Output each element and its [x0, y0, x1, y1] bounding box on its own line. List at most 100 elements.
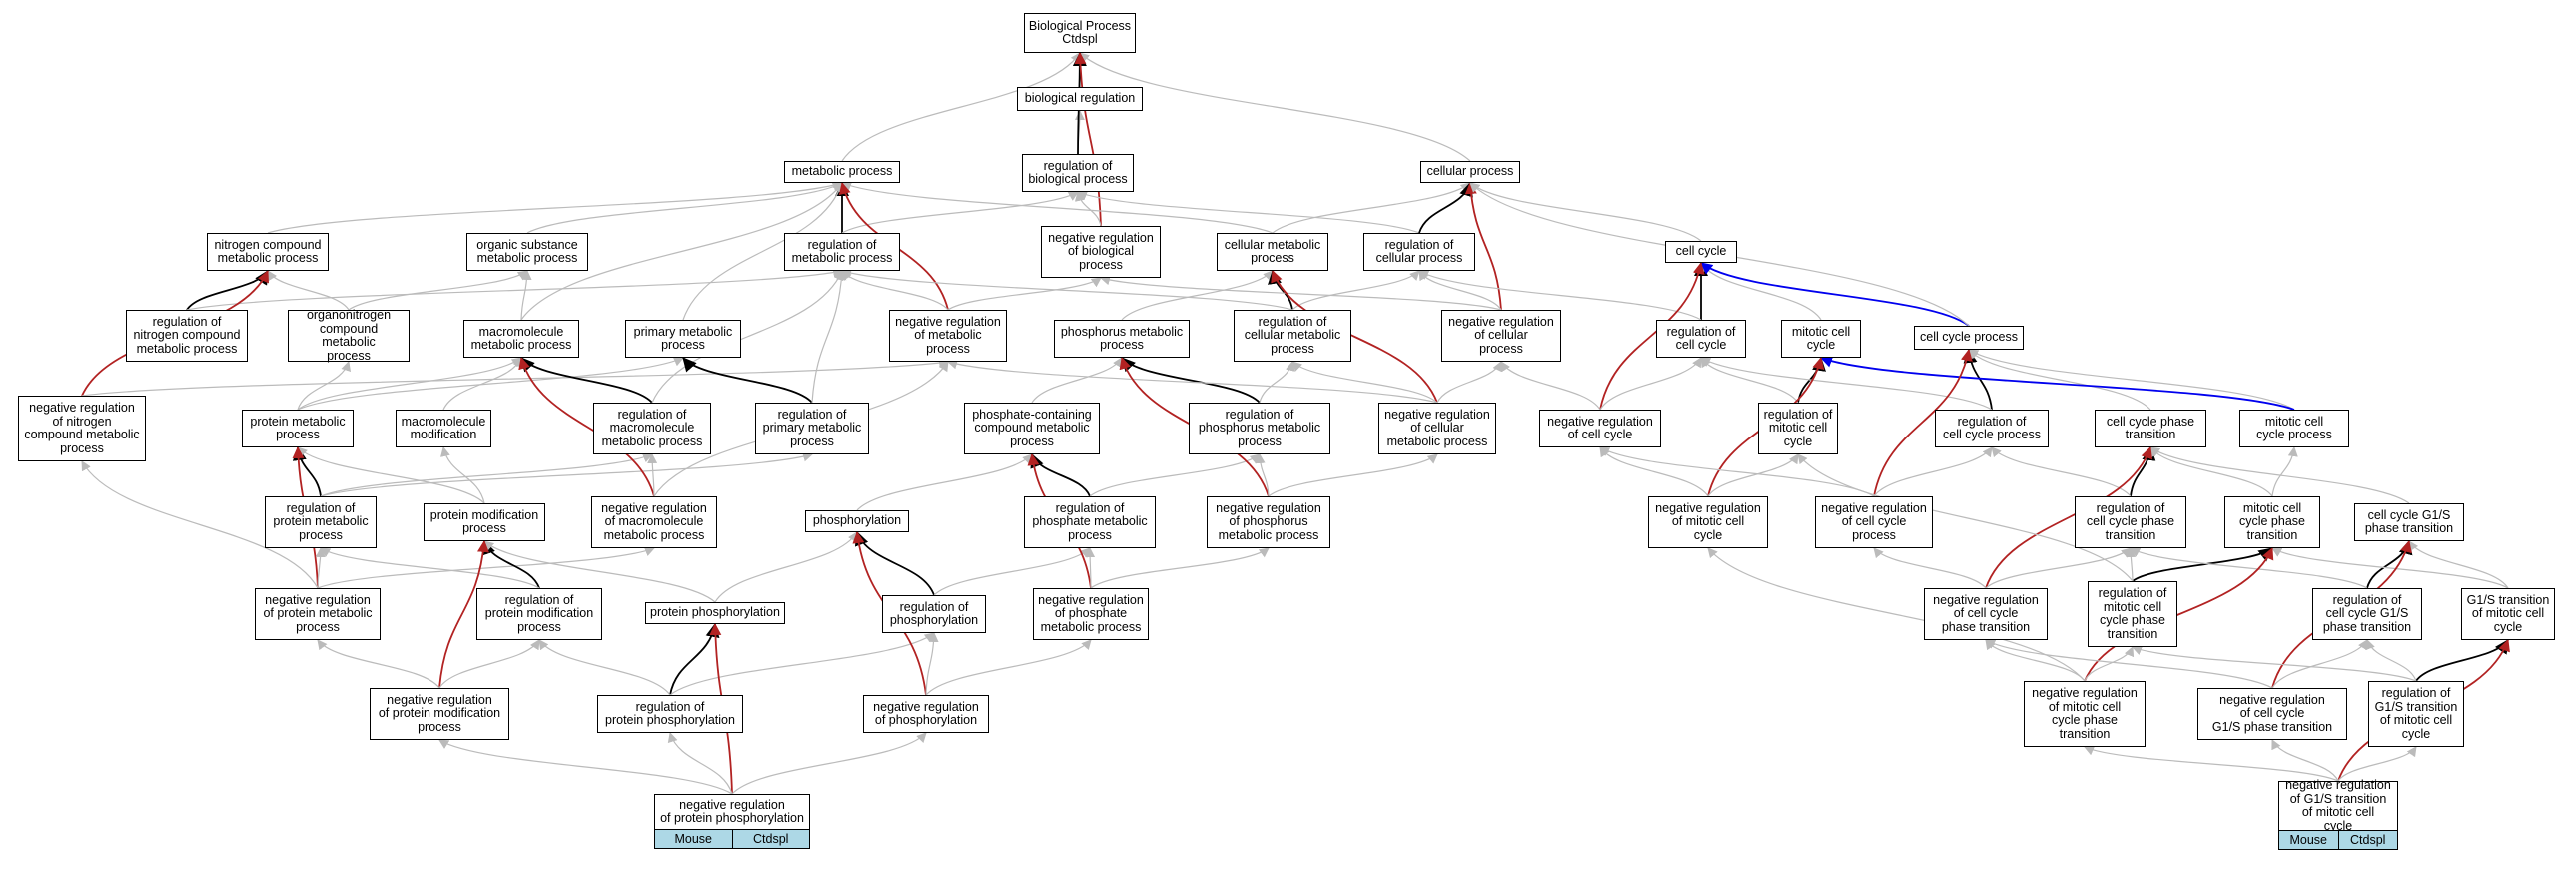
- species-tag: Mouse: [654, 829, 733, 849]
- go-term-node-rcmp[interactable]: regulation of cellular metabolic process: [1234, 310, 1351, 362]
- edge-is_a-rccp-rcc: [1700, 357, 1993, 411]
- edge-regulates-nrbp-bp: [1074, 52, 1102, 227]
- go-term-node-rmp[interactable]: regulation of metabolic process: [784, 233, 900, 271]
- go-term-node-rphos[interactable]: regulation of phosphorylation: [882, 595, 986, 633]
- go-term-node-rpcmp[interactable]: regulation of phosphate metabolic proces…: [1024, 496, 1156, 548]
- go-term-node-nrncmp[interactable]: negative regulation of nitrogen compound…: [18, 396, 146, 461]
- go-term-node-rcp[interactable]: regulation of cellular process: [1363, 233, 1475, 271]
- go-term-node-nrcc[interactable]: negative regulation of cell cycle: [1539, 410, 1661, 447]
- go-term-node-nrprmp[interactable]: negative regulation of protein metabolic…: [255, 588, 381, 640]
- go-term-node-nrcmp[interactable]: negative regulation of cellular metaboli…: [1378, 403, 1496, 454]
- go-term-node-nrphmp[interactable]: negative regulation of phosphorus metabo…: [1207, 496, 1330, 548]
- gene-tag: Ctdspl: [2338, 830, 2398, 850]
- go-term-node-ccp[interactable]: cell cycle process: [1914, 326, 2024, 350]
- edge-is_a-pmp-mp: [682, 182, 844, 321]
- go-term-node-mccpt[interactable]: mitotic cell cycle phase transition: [2224, 496, 2320, 548]
- go-term-node-rpmod[interactable]: regulation of protein modification proce…: [476, 588, 602, 640]
- go-term-node-g1smcc[interactable]: G1/S transition of mitotic cell cycle: [2461, 588, 2555, 640]
- edge-has_part-ccp-cc: [1700, 262, 1970, 327]
- go-term-node-rmcc[interactable]: regulation of mitotic cell cycle: [1758, 403, 1838, 454]
- go-term-node-rphmp[interactable]: regulation of phosphorus metabolic proce…: [1189, 403, 1330, 454]
- edge-is_a-g1smcc-mccpt: [2271, 547, 2509, 589]
- go-term-node-mm[interactable]: macromolecule modification: [396, 410, 491, 447]
- go-term-node-rccpt[interactable]: regulation of cell cycle phase transitio…: [2075, 496, 2186, 548]
- go-term-node-rmccpt[interactable]: regulation of mitotic cell cycle phase t…: [2088, 581, 2177, 647]
- go-term-node-oncmp[interactable]: organonitrogen compound metabolic proces…: [288, 308, 410, 362]
- go-term-node-bp[interactable]: Biological Process Ctdspl: [1024, 13, 1136, 53]
- go-term-node-nrmccpt[interactable]: negative regulation of mitotic cell cycl…: [2024, 681, 2146, 747]
- go-term-node-rmmp[interactable]: regulation of macromolecule metabolic pr…: [593, 403, 711, 454]
- go-term-node-rcc[interactable]: regulation of cell cycle: [1656, 320, 1746, 358]
- go-term-node-mcc[interactable]: mitotic cell cycle: [1781, 320, 1861, 358]
- go-term-node-nrbp[interactable]: negative regulation of biological proces…: [1041, 226, 1161, 278]
- go-term-node-nrmcc[interactable]: negative regulation of mitotic cell cycl…: [1648, 496, 1768, 548]
- edge-regulates-nrcc-cc: [1599, 262, 1705, 411]
- edge-is_a-rmccpt-rmcc: [1797, 453, 2134, 582]
- go-term-node-cmp[interactable]: cellular metabolic process: [1217, 233, 1328, 271]
- edge-is_a-nrmmp-rmmp: [647, 453, 658, 497]
- go-term-node-nrmmp[interactable]: negative regulation of macromolecule met…: [591, 496, 717, 548]
- edge-is_a-nrccg1s-rccg1s: [2271, 639, 2368, 689]
- go-term-node-mp[interactable]: metabolic process: [784, 161, 900, 183]
- go-term-node-phos[interactable]: phosphorylation: [805, 510, 909, 532]
- edge-is_a-nrccpt-nrccp: [1873, 547, 1987, 589]
- go-term-node-rpphos[interactable]: regulation of protein phosphorylation: [597, 695, 743, 733]
- go-term-node-ccg1s[interactable]: cell cycle G1/S phase transition: [2354, 503, 2464, 541]
- go-term-node-ccpt[interactable]: cell cycle phase transition: [2095, 410, 2206, 447]
- edge-is_a-nrcc-nrcp: [1500, 361, 1601, 411]
- go-term-node-rbp[interactable]: regulation of biological process: [1022, 154, 1134, 192]
- go-term-node-pmp[interactable]: primary metabolic process: [625, 320, 741, 358]
- edge-is_a-rphos-rpcmp: [933, 547, 1091, 596]
- edge-is_a-rphmp-rcmp: [1259, 361, 1295, 404]
- edge-is_a-nrprmp-rprmp: [315, 547, 326, 589]
- go-term-node-br[interactable]: biological regulation: [1017, 87, 1143, 111]
- go-term-node-pccmp[interactable]: phosphate-containing compound metabolic …: [964, 403, 1100, 454]
- go-term-node-pphos[interactable]: protein phosphorylation: [645, 602, 785, 624]
- edge-is_a-nrprmp-nrncmp: [81, 460, 319, 589]
- go-term-node-mmp[interactable]: macromolecule metabolic process: [463, 320, 579, 358]
- go-term-node-osmp[interactable]: organic substance metabolic process: [466, 233, 588, 271]
- go-term-node-nrccp[interactable]: negative regulation of cell cycle proces…: [1815, 496, 1933, 548]
- go-term-node-ncmp[interactable]: nitrogen compound metabolic process: [207, 233, 329, 271]
- edge-is_a-pmod-mm: [440, 446, 485, 504]
- go-term-node-nrccg1s[interactable]: negative regulation of cell cycle G1/S p…: [2197, 688, 2347, 740]
- edge-is_a-ccg1s-ccpt: [2149, 446, 2410, 504]
- edge-is_a-nrcmp-nrcp: [1436, 361, 1502, 404]
- go-term-node-prmp[interactable]: protein metabolic process: [242, 410, 354, 447]
- go-term-node-nrmp[interactable]: negative regulation of metabolic process: [889, 310, 1007, 362]
- go-term-node-rncmp[interactable]: regulation of nitrogen compound metaboli…: [126, 310, 248, 362]
- edge-is_a-rpmp-rmp: [811, 270, 847, 404]
- go-term-node-rpmp[interactable]: regulation of primary metabolic process: [755, 403, 869, 454]
- go-term-node-rg1s[interactable]: regulation of G1/S transition of mitotic…: [2368, 681, 2464, 747]
- go-term-node-nrpmod[interactable]: negative regulation of protein modificat…: [370, 688, 509, 740]
- go-term-node-nrg1s[interactable]: negative regulation of G1/S transition o…: [2278, 778, 2398, 832]
- edge-is_a-rprmp-rmmp: [320, 452, 653, 497]
- go-term-node-nrpcmp[interactable]: negative regulation of phosphate metabol…: [1033, 588, 1149, 640]
- go-term-node-cp[interactable]: cellular process: [1420, 161, 1520, 183]
- edge-is_a-nrprmp-nrmmp: [317, 546, 655, 589]
- edge-is_a-mccpt-mccp: [2271, 446, 2298, 497]
- go-term-node-nrccpt[interactable]: negative regulation of cell cycle phase …: [1924, 588, 2048, 640]
- edge-part_of-rmmp-mmp: [520, 357, 653, 404]
- go-term-node-phmp[interactable]: phosphorus metabolic process: [1054, 320, 1190, 358]
- edge-is_a-nrcc-rcc: [1599, 357, 1702, 411]
- go-term-node-rccg1s[interactable]: regulation of cell cycle G1/S phase tran…: [2312, 588, 2422, 640]
- edge-is_a-nrphos-nrpcmp: [925, 639, 1092, 696]
- edge-is_a-rncmp-rmp: [186, 267, 843, 311]
- go-term-node-nrcp[interactable]: negative regulation of cellular process: [1441, 310, 1561, 362]
- edge-is_a-mmp-osmp: [520, 270, 532, 321]
- go-term-node-mccp[interactable]: mitotic cell cycle process: [2239, 410, 2349, 447]
- edge-is_a-nrccp-rccp: [1873, 446, 1993, 497]
- go-term-node-rccp[interactable]: regulation of cell cycle process: [1935, 410, 2049, 447]
- go-term-node-cc[interactable]: cell cycle: [1665, 241, 1737, 263]
- edge-is_a-nrphmp-rphmp: [1255, 453, 1270, 497]
- go-term-node-nrphos[interactable]: negative regulation of phosphorylation: [863, 695, 989, 733]
- go-term-node-pmod[interactable]: protein modification process: [424, 503, 545, 541]
- edge-part_of-rmccpt-mccpt: [2132, 547, 2273, 582]
- edge-is_a-rprmp-rpmp: [320, 451, 813, 497]
- go-term-node-nrpphos[interactable]: negative regulation of protein phosphory…: [654, 794, 810, 830]
- edge-is_a-mccp-ccp: [1968, 349, 2295, 411]
- go-term-node-rprmp[interactable]: regulation of protein metabolic process: [265, 496, 377, 548]
